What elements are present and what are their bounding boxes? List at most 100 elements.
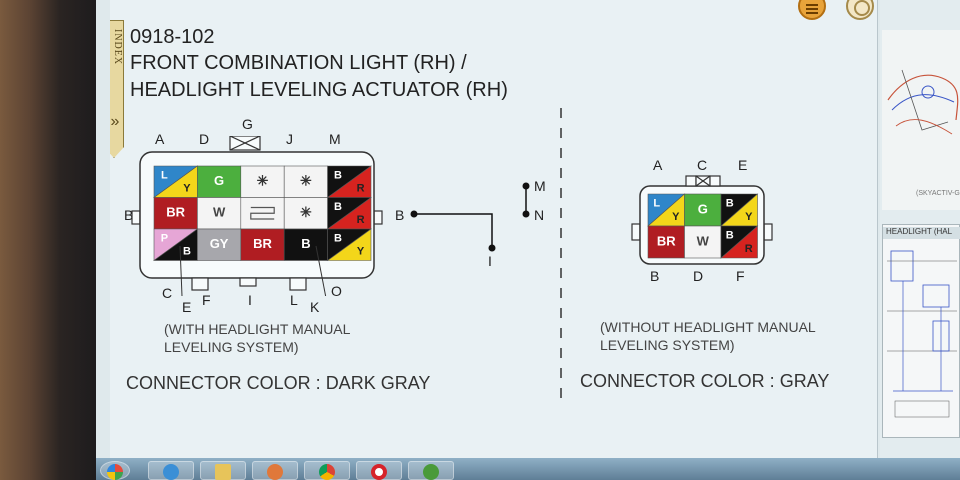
wire-color-label: GY xyxy=(210,236,229,251)
media-button[interactable] xyxy=(252,461,298,480)
stripe-tracer xyxy=(326,228,372,261)
wiring-diagram-page: INDEX » 0918-102 FRONT COMBINATION LIGHT… xyxy=(110,0,878,458)
start-button[interactable] xyxy=(100,461,130,480)
ie-button[interactable] xyxy=(148,461,194,480)
terminal-fill xyxy=(647,225,685,259)
wire-color-label: B xyxy=(183,246,191,258)
title-line-2: HEADLIGHT LEVELING ACTUATOR (RH) xyxy=(130,79,508,101)
pin-label: D xyxy=(693,268,704,284)
terminal-cell: BY xyxy=(720,193,759,227)
screen: INDEX » 0918-102 FRONT COMBINATION LIGHT… xyxy=(96,0,960,462)
index-tab[interactable]: INDEX » xyxy=(110,20,124,158)
thumbnail-caption: (SKYACTIV-G xyxy=(916,190,960,197)
app-button[interactable] xyxy=(408,461,454,480)
wire-color-label: BR xyxy=(166,205,185,220)
thumbnail-pane: (SKYACTIV-G HEADLIGHT (HAL xyxy=(880,0,960,462)
right-connector-note: (WITHOUT HEADLIGHT MANUAL LEVELING SYSTE… xyxy=(600,318,816,354)
harness-sketch xyxy=(887,69,959,135)
terminal-fill xyxy=(153,197,198,230)
opera-button[interactable] xyxy=(356,461,402,480)
explorer-button[interactable] xyxy=(200,461,246,480)
chrome-icon xyxy=(319,464,335,480)
wire-color-label: Y xyxy=(745,211,753,223)
wire-color-label: Y xyxy=(183,183,191,195)
pin-label: A xyxy=(653,157,663,173)
pin-label: O xyxy=(331,283,342,299)
wire-color-label: Y xyxy=(357,246,365,258)
terminal-cell: G xyxy=(684,193,722,227)
wire-color-label: W xyxy=(213,205,226,220)
pin-label: I xyxy=(248,292,252,308)
wire-color-label: B xyxy=(334,201,342,213)
pin-label: J xyxy=(286,131,293,147)
title-line-1: FRONT COMBINATION LIGHT (RH) / xyxy=(130,52,467,74)
terminal-fill xyxy=(197,165,242,198)
terminal-cell: BR xyxy=(720,225,759,259)
expand-arrow-icon[interactable]: » xyxy=(110,113,120,130)
pin-label: B xyxy=(650,268,660,284)
chrome-button[interactable] xyxy=(304,461,350,480)
wire-color-label: W xyxy=(697,233,710,248)
pin-label: B xyxy=(124,207,134,223)
menu-icon[interactable] xyxy=(798,0,826,20)
note-line: LEVELING SYSTEM) xyxy=(164,339,299,355)
diagram-code: 0918-102 xyxy=(130,26,215,48)
pin-label: N xyxy=(534,207,545,223)
pin-label: C xyxy=(162,285,173,301)
terminal-cell: BR xyxy=(326,196,372,230)
wire-color-label: ✳ xyxy=(257,172,269,188)
terminal-cell: LY xyxy=(153,165,199,199)
terminal-cell: ✳ xyxy=(283,165,328,198)
left-connector-color: CONNECTOR COLOR : DARK GRAY xyxy=(126,373,431,393)
diagram-title: FRONT COMBINATION LIGHT (RH) / HEADLIGHT… xyxy=(130,50,508,104)
wire-color-label: R xyxy=(357,214,365,226)
media-player-icon xyxy=(267,464,283,480)
pin-label: F xyxy=(736,268,745,284)
terminal-cell: BY xyxy=(326,228,372,262)
wire-color-label: P xyxy=(161,232,168,244)
thumbnail-heading: HEADLIGHT (HAL xyxy=(883,227,960,239)
terminal-cell: BR xyxy=(153,197,198,230)
terminal-cell: B xyxy=(283,228,328,261)
section-divider xyxy=(560,108,562,408)
wire-color-label: B xyxy=(334,232,342,244)
folder-icon xyxy=(215,464,231,480)
pin-label: E xyxy=(738,157,748,173)
wire-color-label: L xyxy=(653,198,660,210)
app-icon xyxy=(423,464,439,480)
internet-explorer-icon xyxy=(163,464,179,480)
wire-color-label: R xyxy=(357,183,365,195)
terminal-cell: BR xyxy=(326,165,372,199)
monitor-bezel xyxy=(0,0,100,480)
wire-color-label: ✳ xyxy=(300,204,312,220)
terminal-cell xyxy=(240,197,285,230)
taskbar xyxy=(96,458,960,480)
index-tab-label: INDEX xyxy=(112,29,123,66)
globe-icon[interactable] xyxy=(846,0,874,20)
terminal-cell: ✳ xyxy=(283,197,328,230)
wire-color-label: B xyxy=(301,236,310,251)
pin-label: F xyxy=(202,292,211,308)
thumbnail-schematic[interactable]: HEADLIGHT (HAL xyxy=(882,224,960,438)
note-line: LEVELING SYSTEM) xyxy=(600,337,735,353)
note-line: (WITH HEADLIGHT MANUAL xyxy=(164,321,351,337)
pin-label: D xyxy=(199,131,210,147)
thumbnail-harness-image[interactable]: (SKYACTIV-G xyxy=(882,30,960,210)
wire-color-label: BR xyxy=(657,233,676,248)
stripe-tracer xyxy=(720,225,758,259)
wire-color-label: G xyxy=(214,173,224,188)
wire-color-label: B xyxy=(726,198,734,210)
pin-label: G xyxy=(242,116,253,132)
terminal-fill xyxy=(197,197,242,230)
wire-color-label: R xyxy=(745,243,753,255)
pin-label: I xyxy=(488,253,492,269)
wire-color-label: BR xyxy=(253,236,272,251)
terminal-cell: PB xyxy=(153,228,199,262)
right-connector-color: CONNECTOR COLOR : GRAY xyxy=(580,371,830,391)
terminal-fill xyxy=(197,228,242,261)
pin-label: C xyxy=(697,157,708,173)
